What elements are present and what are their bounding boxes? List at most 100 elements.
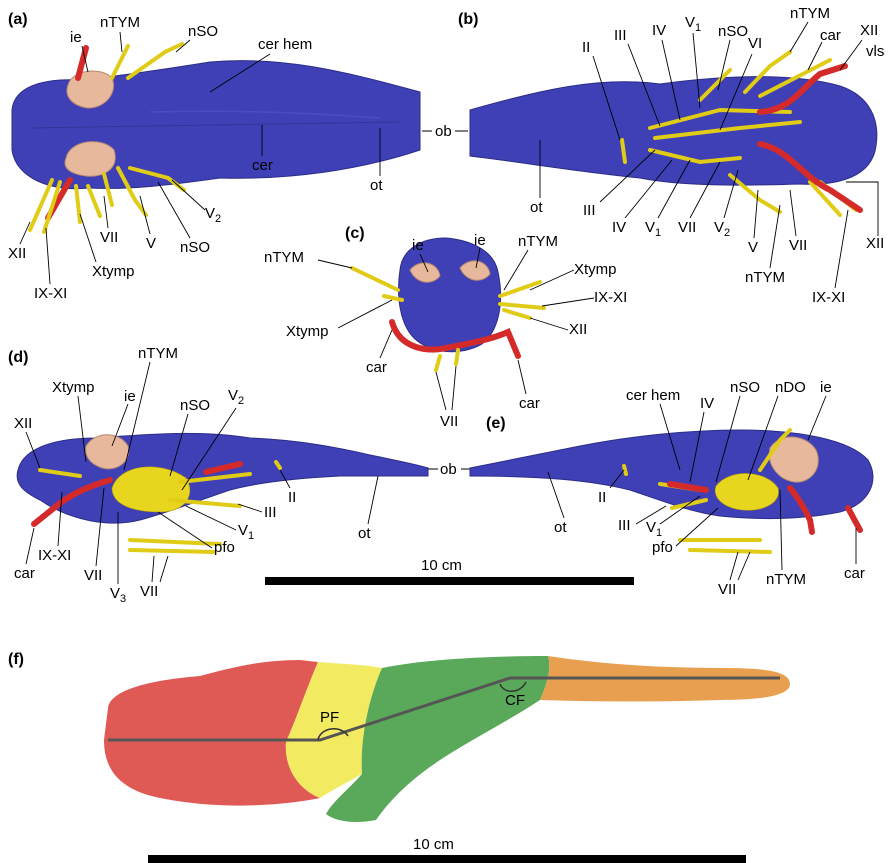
panel-e-label-car: car — [844, 565, 865, 582]
panel-c-tag: (c) — [345, 225, 365, 242]
scale-bar-2-label: 10 cm — [413, 836, 454, 853]
panel-a-ntym-nerve — [112, 46, 128, 78]
panel-e-label-vii: VII — [718, 581, 736, 598]
panel-e-label-v1: V1 — [646, 519, 662, 539]
panel-b-label-vii: VII — [678, 219, 696, 236]
panel-a: (a) ie nTYM nSO cer hem cer ot V2 — [8, 11, 420, 302]
panel-e-label-pfo: pfo — [652, 539, 673, 556]
panel-a-label-ot: ot — [370, 177, 383, 194]
panel-b-label-iv-2: IV — [612, 219, 626, 236]
panel-c-label-ie-1: ie — [412, 237, 424, 254]
panel-b-label-iv: IV — [652, 22, 666, 39]
panel-c-brain — [399, 238, 501, 352]
panel-d-label-vii-2: VII — [140, 583, 158, 600]
panel-f-label-cf: CF — [505, 692, 525, 709]
panel-a-label-ie: ie — [70, 29, 82, 46]
panel-b-tag: (b) — [458, 11, 478, 28]
panel-b-label-iii-2: III — [583, 202, 596, 219]
panel-e-label-ntym: nTYM — [766, 571, 806, 588]
panel-b-label-car: car — [820, 27, 841, 44]
panel-b-label-v1b: V1 — [645, 219, 661, 239]
panel-a-label-xtymp: Xtymp — [92, 263, 135, 280]
panel-c-label-xtymp-right: Xtymp — [574, 261, 617, 278]
panel-b-label-ntym-2: nTYM — [745, 269, 785, 286]
panel-d-label-ii: II — [288, 489, 296, 506]
panel-b-label-xii-2: XII — [866, 235, 884, 252]
panel-b-brain — [470, 77, 877, 185]
panel-e-label-ndo: nDO — [775, 379, 806, 396]
panel-e-label-ot: ot — [554, 519, 567, 536]
panel-e-label-ii: II — [598, 489, 606, 506]
panel-b-label-xii: XII — [860, 22, 878, 39]
panel-e-label-ie: ie — [820, 379, 832, 396]
panel-d-label-ie: ie — [124, 388, 136, 405]
panel-d-label-car: car — [14, 565, 35, 582]
panel-b-label-nso: nSO — [718, 23, 748, 40]
panel-d: (d) nTYM Xtymp ie nSO V2 XII II III V1 p… — [8, 345, 428, 605]
panel-d-label-v3: V3 — [110, 585, 126, 605]
panel-d-tag: (d) — [8, 349, 28, 366]
panel-c-label-ixxi: IX-XI — [594, 289, 627, 306]
panel-e-label-iii: III — [618, 517, 631, 534]
panel-b-label-ot: ot — [530, 199, 543, 216]
panel-d-trigeminal — [112, 467, 190, 512]
panel-c-label-xii: XII — [569, 321, 587, 338]
panel-c-label-xtymp-left: Xtymp — [286, 323, 329, 340]
panel-c-label-ntym-right: nTYM — [518, 233, 558, 250]
panel-d-label-xii: XII — [14, 415, 32, 432]
panel-a-label-ixxi: IX-XI — [34, 285, 67, 302]
panel-b-label-iii: III — [614, 27, 627, 44]
panel-d-label-nso: nSO — [180, 397, 210, 414]
panel-a-label-nso: nSO — [188, 23, 218, 40]
panel-f-region-red — [104, 660, 320, 806]
panel-d-label-vii: VII — [84, 567, 102, 584]
panel-d-label-iii: III — [264, 504, 277, 521]
panel-d-label-v1: V1 — [238, 522, 254, 542]
panel-a-label-v2: V2 — [205, 205, 221, 225]
scale-bar-1: 10 cm — [265, 557, 634, 585]
panel-e-label-iv: IV — [700, 395, 714, 412]
scale-bar-2: 10 cm — [148, 836, 746, 863]
panel-a-label-cer-hem: cer hem — [258, 36, 312, 53]
panel-b-label-ii: II — [582, 39, 590, 56]
label-ob-bottom: ob — [440, 461, 457, 478]
panel-d-label-v2: V2 — [228, 387, 244, 407]
panel-d-label-pfo: pfo — [214, 539, 235, 556]
panel-a-label-xii: XII — [8, 245, 26, 262]
panel-a-tag: (a) — [8, 11, 28, 28]
panel-b-label-vi: VI — [748, 35, 762, 52]
panel-c-label-ntym-left: nTYM — [264, 249, 304, 266]
panel-f-tag: (f) — [8, 651, 24, 668]
panel-b-label-ixxi: IX-XI — [812, 289, 845, 306]
panel-c-label-ie-2: ie — [474, 232, 486, 249]
panel-b-label-ntym: nTYM — [790, 5, 830, 22]
panel-b-label-vls: vls — [866, 43, 884, 60]
panel-a-label-v: V — [146, 235, 156, 252]
panel-b-label-vii-2: VII — [789, 237, 807, 254]
panel-a-label-ntym: nTYM — [100, 14, 140, 31]
scale-bar-2-bar — [148, 855, 746, 863]
panel-f-label-pf: PF — [320, 709, 339, 726]
panel-e-label-nso: nSO — [730, 379, 760, 396]
label-ob-top: ob — [435, 123, 452, 140]
panel-b-label-v2: V2 — [714, 219, 730, 239]
panel-c-label-car-left: car — [366, 359, 387, 376]
panel-d-label-xtymp: Xtymp — [52, 379, 95, 396]
panel-e-label-cer-hem: cer hem — [626, 387, 680, 404]
panel-a-label-nso-2: nSO — [180, 239, 210, 256]
panel-f: (f) PF CF — [8, 651, 790, 822]
scale-bar-1-label: 10 cm — [421, 557, 462, 574]
panel-a-label-cer: cer — [252, 157, 273, 174]
panel-d-label-ntym: nTYM — [138, 345, 178, 362]
panel-b-label-v1: V1 — [685, 14, 701, 34]
panel-a-label-vii: VII — [100, 229, 118, 246]
scale-bar-1-bar — [265, 577, 634, 585]
panel-c-label-car-right: car — [519, 395, 540, 412]
panel-d-label-ot: ot — [358, 525, 371, 542]
panel-d-label-ixxi: IX-XI — [38, 547, 71, 564]
panel-c: (c) ie ie nTYM nTYM Xtymp IX-XI XII Xtym… — [264, 225, 627, 430]
panel-c-label-vii: VII — [440, 413, 458, 430]
panel-e-tag: (e) — [486, 415, 506, 432]
panel-b-label-v: V — [748, 239, 758, 256]
